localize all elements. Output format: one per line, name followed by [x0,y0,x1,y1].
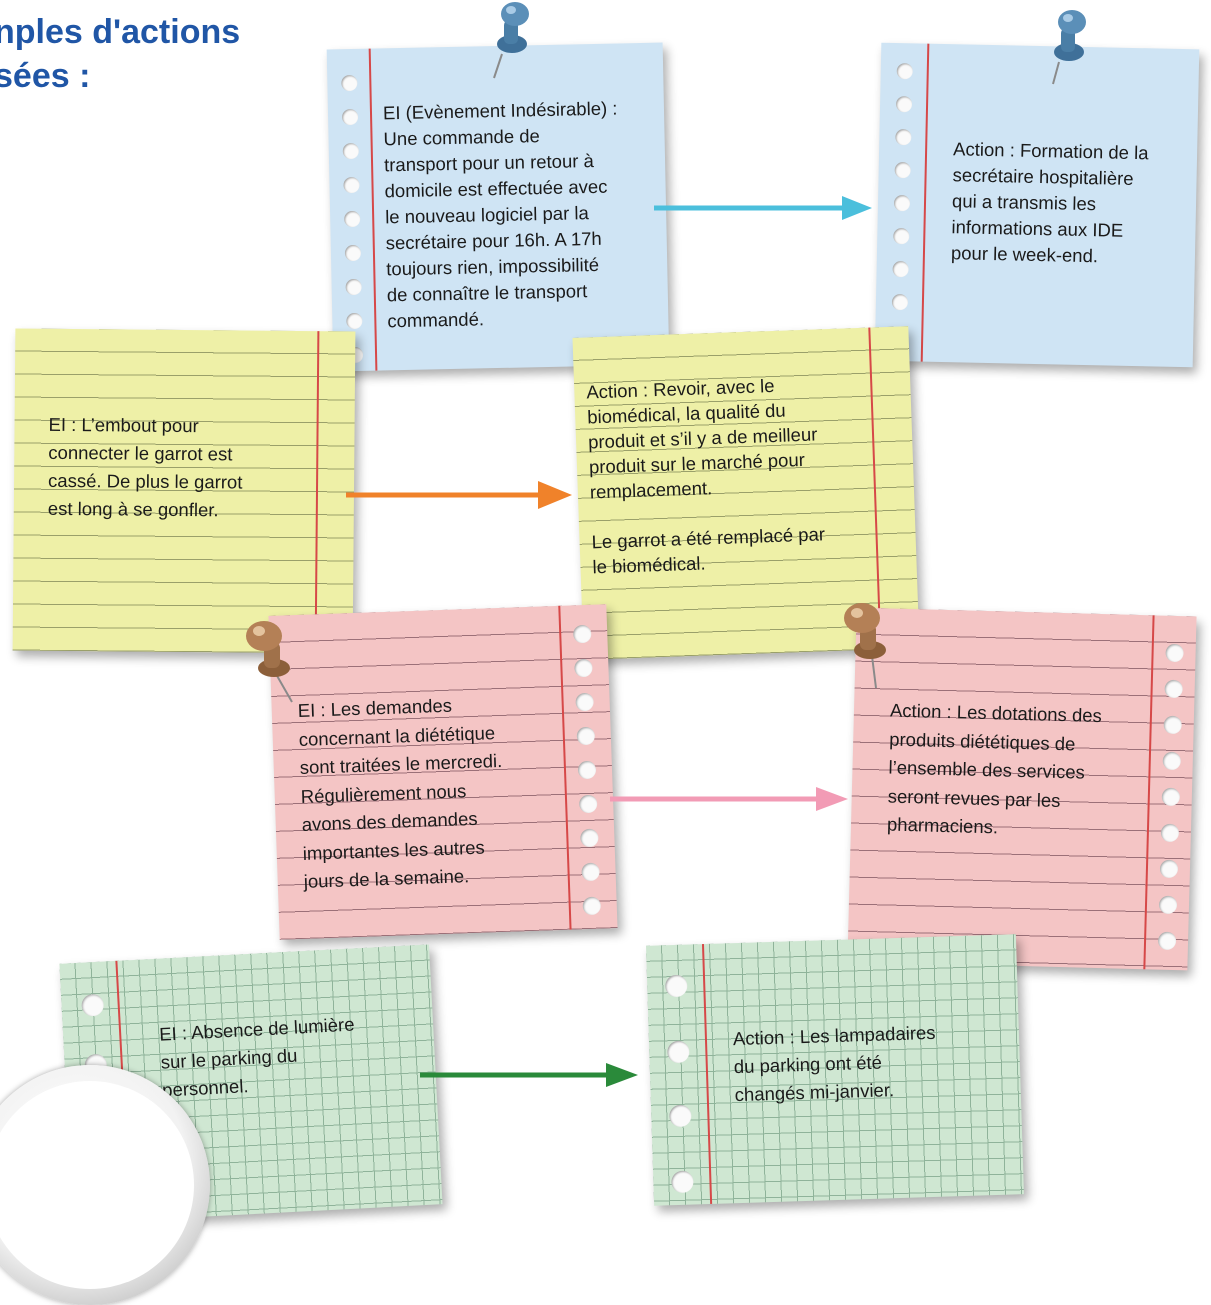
title-line-2: sées : [0,57,91,95]
blue-pushpin-icon [493,2,529,79]
note-pink-ei: EI : Les demandes concernant la diététiq… [268,604,618,940]
text-line: Action : Formation de la [952,138,1149,164]
note-text: Action : Les lampadaires du parking ont … [733,1019,938,1109]
text-line: qui a transmis les [951,190,1097,215]
arrow-right-icon [610,787,848,811]
note-text: EI : Les demandes concernant la diététiq… [297,690,506,896]
note-text: Action : Formation de la secrétaire hosp… [951,136,1149,270]
arrow-right-icon [420,1063,638,1087]
note-blue-action: Action : Formation de la secrétaire hosp… [874,42,1200,368]
note-text: EI (Evènement Indésirable) : Une command… [383,95,622,334]
title-line-1: nples d'actions [0,13,241,51]
note-text: Action : Revoir, avec le biomédical, la … [586,371,826,579]
text-line: commandé. [387,308,485,332]
text-line: informations aux IDE [951,216,1124,241]
text-line: cassé. De plus le garrot [47,469,243,493]
note-blue-ei: EI (Evènement Indésirable) : Une command… [326,42,670,372]
text-line: EI : L’embout pour [48,413,199,437]
page-title: nples d'actions sées : [0,10,240,98]
text-line: jours de la semaine. [303,865,470,892]
text-line: pharmaciens. [886,813,999,838]
note-yellow-ei: EI : L’embout pour connecter le garrot e… [12,328,356,654]
text-line: EI (Evènement Indésirable) : [382,97,618,124]
text-line: changés mi-janvier. [734,1079,895,1106]
brown-pushpin-icon [844,603,886,689]
note-pink-action: Action : Les dotations des produits diét… [847,607,1197,971]
arrow-right-icon [654,196,872,220]
text-line: connecter le garrot est [48,441,233,465]
text-line: est long à se gonfler. [47,497,219,521]
text-line: de connaître le transport [386,280,588,306]
blue-pushpin-icon [1052,10,1086,85]
note-text: EI : Absence de lumière sur le parking d… [159,1011,359,1105]
brown-pushpin-icon [246,621,293,703]
text-line: pour le week-end. [950,242,1099,267]
arrow-right-icon [346,481,572,509]
text-line: secrétaire hospitalière [952,164,1134,190]
note-text: Action : Les dotations des produits diét… [887,697,1103,845]
note-text: EI : L’embout pour connecter le garrot e… [48,411,243,525]
note-green-action: Action : Les lampadaires du parking ont … [646,934,1024,1206]
